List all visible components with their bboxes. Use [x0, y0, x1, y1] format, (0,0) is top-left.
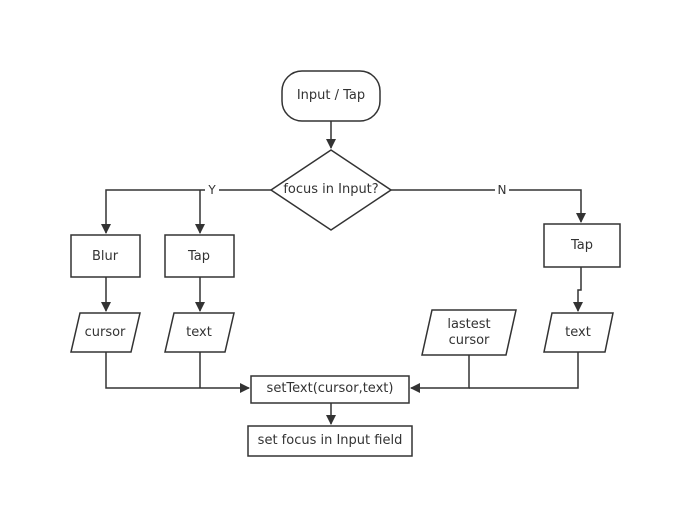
- lastest-cursor-label: lastest cursor: [447, 317, 491, 348]
- text-right-data: [543, 312, 614, 353]
- tap-left-label: Tap: [187, 249, 211, 264]
- lastest-cursor-data: [421, 309, 517, 356]
- tap-right-label: Tap: [570, 238, 594, 253]
- text-left-label: text: [186, 325, 212, 340]
- text-right-label: text: [565, 325, 591, 340]
- edge-lastest-cursor-settext: [410, 355, 470, 393]
- blur-label: Blur: [91, 249, 119, 264]
- yes-edge-label: Y: [208, 183, 216, 197]
- yes-label-background: [205, 182, 219, 198]
- set-focus-process: [247, 425, 413, 457]
- decision-diamond: [269, 149, 393, 231]
- edge-decision-tap-right: [391, 189, 586, 223]
- cursor-data: [70, 312, 141, 353]
- tap-left-process: [164, 234, 235, 278]
- edge-decision-blur: [101, 189, 271, 234]
- no-label-background: [495, 182, 509, 198]
- set-focus-label: set focus in Input field: [257, 433, 403, 448]
- start-label: Input / Tap: [296, 88, 366, 103]
- no-edge-label: N: [497, 183, 507, 197]
- tap-right-process: [543, 223, 621, 268]
- text-left-data: [164, 312, 235, 353]
- set-text-label: setText(cursor,text): [266, 381, 394, 396]
- cursor-label: cursor: [84, 325, 126, 340]
- edge-cursor-settext: [105, 352, 250, 393]
- set-text-process: [250, 375, 410, 404]
- edge-tap-right-text: [573, 267, 583, 312]
- decision-label: focus in Input?: [283, 182, 379, 197]
- edge-text-right-settext: [469, 352, 579, 389]
